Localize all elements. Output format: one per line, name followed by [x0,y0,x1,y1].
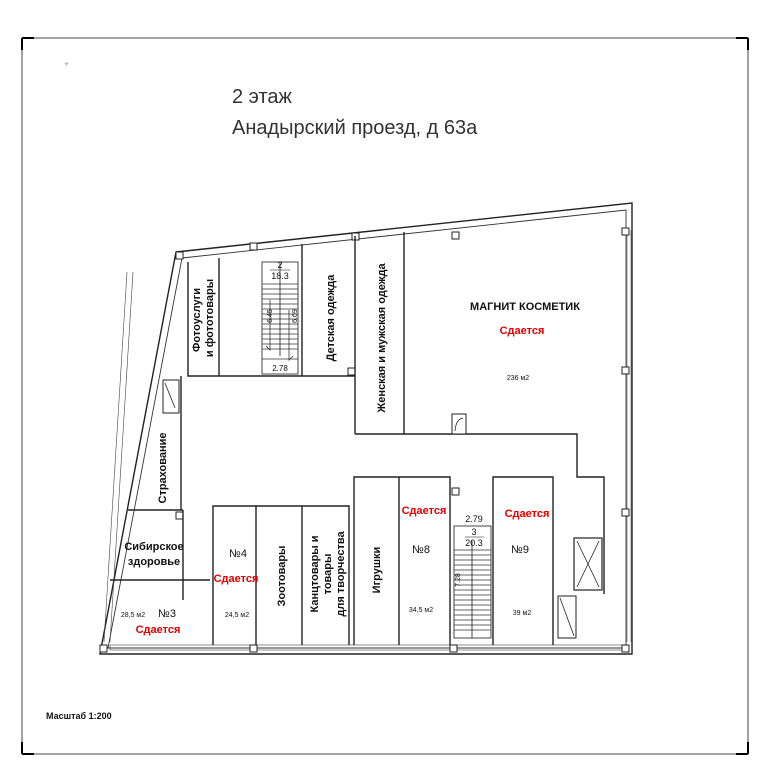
room-siberian-line2: здоровье [128,556,180,568]
room-no3-num: №3 [158,608,176,620]
stair-top-area: 18.3 [271,271,289,281]
room-no4-area: 24,5 м2 [225,612,249,619]
stair-bottom-number: 3 [471,527,476,537]
stair-top-dim-b: 6.69 [292,309,299,323]
room-no3-status: Сдается [136,624,181,636]
building-outline [99,202,633,655]
svg-text:✳: ✳ [64,61,69,68]
room-photo-line1: Фотоуслуги [191,288,203,352]
stair-top-dim-w: 2.78 [272,364,288,373]
stair-bottom: 2.79 3 20.3 7.28 [453,514,492,639]
stair-bottom-dim-side: 7.28 [455,573,462,587]
room-no8-num: №8 [412,544,430,556]
room-no9-status: Сдается [505,508,550,520]
room-no9: Сдается №9 39 м2 [505,508,550,617]
room-no3-area: 28,5 м2 [121,612,145,619]
room-no3: 28,5 м2 №3 Сдается [121,608,181,636]
room-photo-line2: и фототовары [204,279,216,357]
room-magnit-status: Сдается [500,325,545,337]
room-siberian: Сибирское здоровье [124,541,183,568]
room-no8-area: 34,5 м2 [409,607,433,614]
room-stationery-line2: товары [322,554,334,595]
scale-note: Масштаб 1:200 [46,711,112,721]
stair-top-dim-a: 6.45 [267,309,274,323]
room-no4-num: №4 [229,548,247,560]
room-no8-status: Сдается [402,505,447,517]
room-magnit-area: 236 м2 [507,375,529,382]
room-magnit: МАГНИТ КОСМЕТИК Сдается 236 м2 [470,301,580,382]
room-photo: Фотоуслуги и фототовары [191,279,216,357]
stair-bottom-area: 20.3 [465,538,483,548]
stair-bottom-dim-top: 2.79 [465,514,483,524]
room-zoo: Зоотовары [276,546,288,607]
room-stationery-line3: для творчества [335,531,347,617]
room-magnit-label: МАГНИТ КОСМЕТИК [470,301,580,313]
room-no8: Сдается №8 34,5 м2 [402,505,447,614]
room-kids-clothes: Детская одежда [325,274,337,362]
room-stationery-line1: Канцтовары и [309,536,321,613]
room-toys: Игрушки [371,547,383,594]
shafts [162,379,603,639]
room-stationery: Канцтовары и товары для творчества [309,531,347,617]
room-insurance: Страхование [157,433,169,504]
room-no4: №4 Сдается 24,5 м2 [214,548,259,619]
stair-top: 2 18.3 6.45 6.69 2.78 [261,260,299,375]
sheet-frame: ✳ [21,37,749,755]
room-no9-area: 39 м2 [513,610,532,617]
address-title: Анадырский проезд, д 63а [232,117,478,139]
room-siberian-line1: Сибирское [124,541,183,553]
room-no4-status: Сдается [214,573,259,585]
floor-title: 2 этаж [232,86,293,108]
stair-top-number: 2 [277,260,282,270]
room-no9-num: №9 [511,544,529,556]
room-wm-clothes: Женская и мужская одежда [376,262,388,413]
interior-walls [110,232,605,645]
